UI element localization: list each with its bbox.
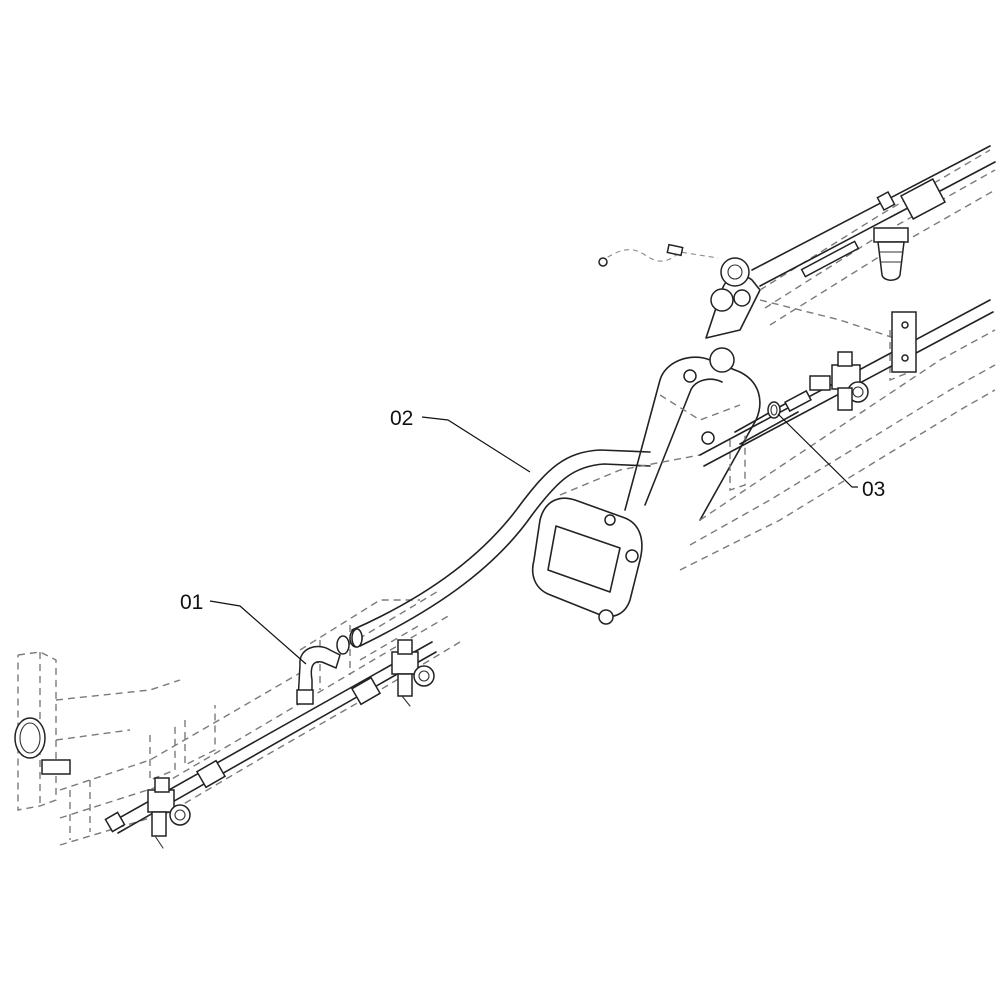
hose-ring [14,717,71,775]
hinge-bracket [531,257,761,625]
part-02-hose [351,449,651,648]
inline-filter [873,227,909,281]
callout-label-01: 01 [180,591,203,614]
sensor-cable [598,243,719,267]
nozzle-left [147,777,191,849]
callout-03: 03 [777,413,885,501]
upper-right-beam [751,145,996,287]
nozzle-right [809,351,869,411]
part-03-clamp [734,389,812,445]
nozzle-middle [391,639,435,707]
callout-label-03: 03 [862,478,885,501]
callout-02: 02 [390,407,531,473]
callout-01: 01 [180,591,307,665]
callout-label-02: 02 [390,407,413,430]
